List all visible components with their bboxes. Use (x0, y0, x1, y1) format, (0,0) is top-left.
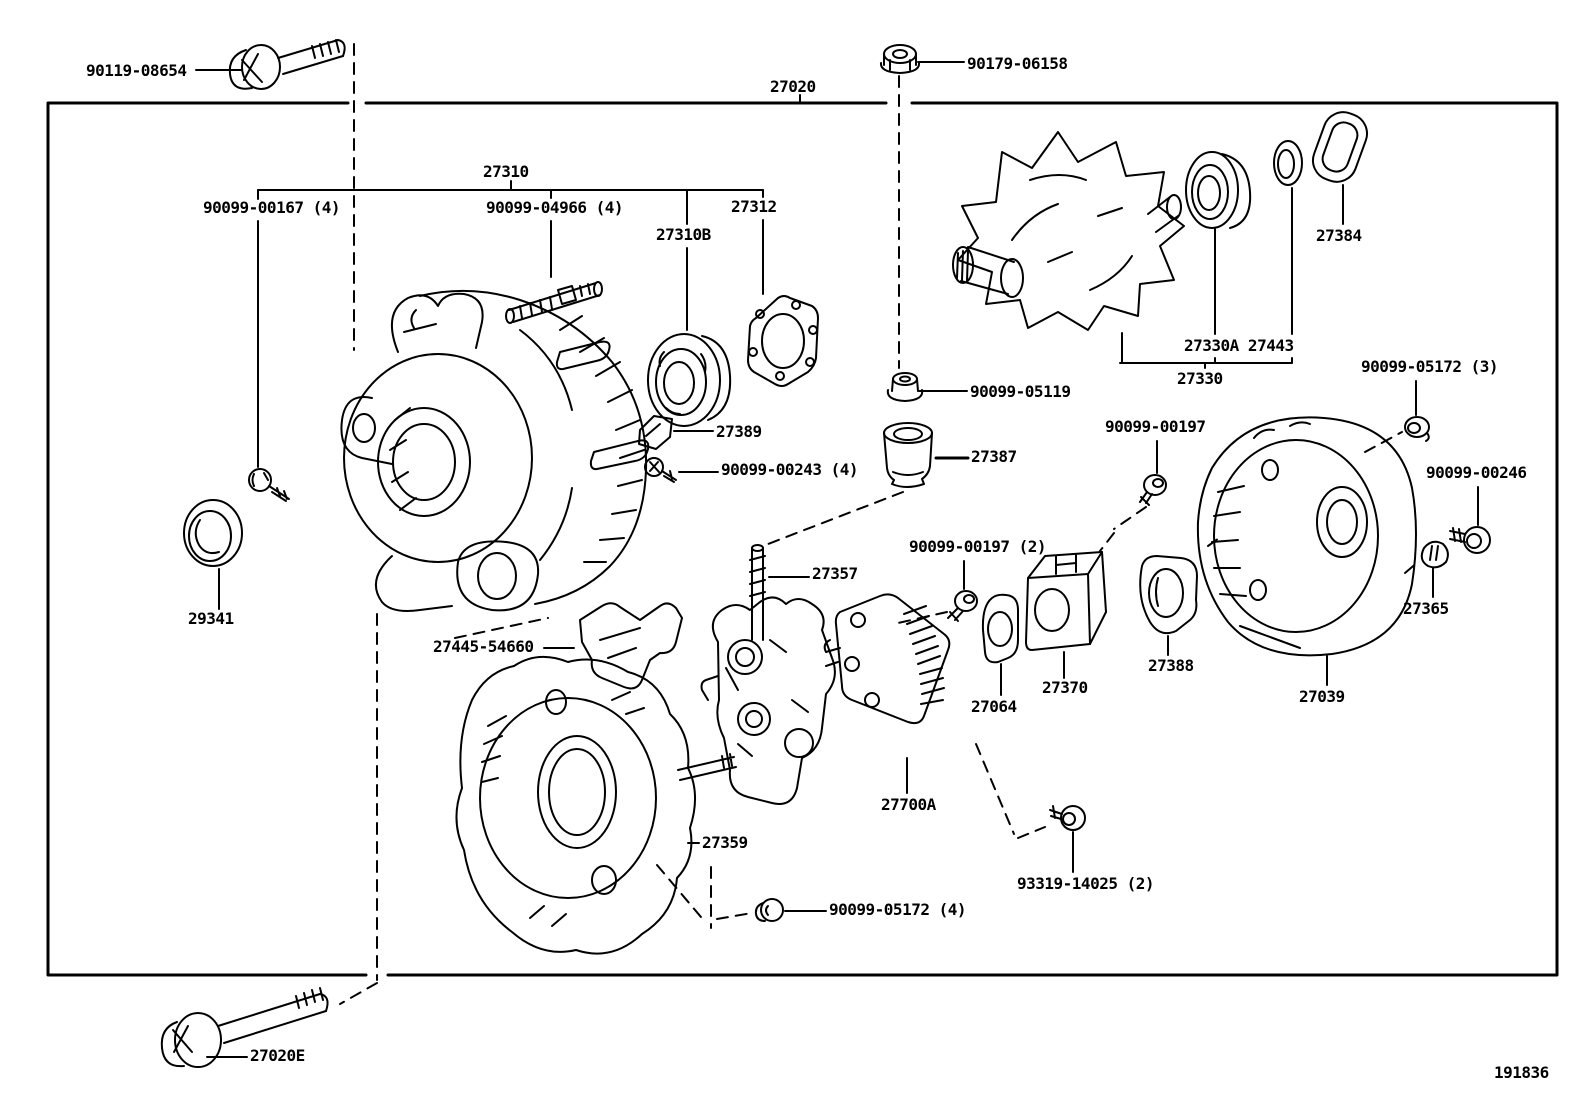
washer-27443-drawing (1273, 140, 1303, 186)
part-label-27365: 27365 (1403, 599, 1449, 618)
grommet-05119-drawing (886, 372, 924, 402)
part-label-90099-00197-2: 90099-00197 (2) (909, 537, 1047, 556)
part-label-27312: 27312 (731, 197, 777, 216)
pivot-bolt-drawing (228, 39, 346, 90)
rectifier-drawing (823, 593, 951, 725)
rubber-27389-drawing (638, 415, 673, 450)
cover-27388-drawing (1139, 555, 1198, 635)
nut-05172-4-drawing (754, 898, 784, 922)
part-label-27388: 27388 (1148, 656, 1194, 675)
cap-29341-drawing (183, 499, 243, 567)
nut-05172-3-drawing (1404, 416, 1430, 442)
through-bolt-drawing (160, 987, 329, 1068)
part-label-27310: 27310 (483, 162, 529, 181)
rear-end-frame-drawing (1196, 416, 1417, 657)
part-label-27330A-27443: 27330A 27443 (1184, 336, 1294, 355)
insulator-27387-drawing (883, 422, 933, 488)
part-label-90179-06158: 90179-06158 (967, 54, 1068, 73)
front-bearing-drawing (647, 333, 732, 427)
part-label-27357: 27357 (812, 564, 858, 583)
dashed-lines (339, 43, 1420, 1005)
part-label-27445-54660: 27445-54660 (433, 637, 534, 656)
heat-shield-drawing (579, 602, 683, 690)
bolt-00246-drawing (1449, 526, 1491, 554)
part-label-90099-04966: 90099-04966 (4) (486, 198, 624, 217)
part-label-27064: 27064 (971, 697, 1017, 716)
part-label-93319-14025: 93319-14025 (2) (1017, 874, 1155, 893)
part-label-27389: 27389 (716, 422, 762, 441)
part-label-90099-00167: 90099-00167 (4) (203, 198, 341, 217)
part-label-29341: 29341 (188, 609, 234, 628)
grommet-27384-drawing (1311, 111, 1369, 183)
leader-lines (195, 61, 1479, 1058)
part-label-27370: 27370 (1042, 678, 1088, 697)
screw-00243-drawing (644, 457, 677, 483)
part-label-27020: 27020 (770, 77, 816, 96)
screw-00197-1-drawing (1139, 474, 1167, 506)
cap-27365-drawing (1420, 540, 1449, 569)
drive-end-frame-drawing (340, 289, 650, 612)
plate-27064-drawing (981, 593, 1019, 664)
screw-93319-drawing (1049, 805, 1086, 831)
part-label-27700A: 27700A (881, 795, 936, 814)
brush-holder-drawing (700, 596, 839, 805)
bolt-00167-drawing (248, 468, 290, 502)
rear-bearing-drawing (1185, 151, 1252, 229)
stud-bolt-drawing (505, 281, 603, 324)
part-label-90099-00197: 90099-00197 (1105, 417, 1206, 436)
rotor-drawing (952, 131, 1185, 331)
part-label-90119-08654: 90119-08654 (86, 61, 187, 80)
part-label-90099-00246: 90099-00246 (1426, 463, 1527, 482)
rear-cover-drawing (455, 655, 737, 955)
diagram-border (46, 101, 1559, 977)
part-label-27384: 27384 (1316, 226, 1362, 245)
stud-27357-drawing (749, 544, 766, 641)
part-label-90099-05172-4: 90099-05172 (4) (829, 900, 967, 919)
figure-number: 191836 (1494, 1063, 1549, 1082)
part-label-90099-05119: 90099-05119 (970, 382, 1071, 401)
nut-90179-drawing (879, 44, 921, 74)
part-label-27387: 27387 (971, 447, 1017, 466)
part-label-27020E: 27020E (250, 1046, 305, 1065)
part-label-90099-05172-3: 90099-05172 (3) (1361, 357, 1499, 376)
part-label-27039: 27039 (1299, 687, 1345, 706)
screw-00197-2-drawing (947, 590, 978, 622)
part-label-27330: 27330 (1177, 369, 1223, 388)
part-label-27310B: 27310B (656, 225, 711, 244)
regulator-27370-drawing (1025, 551, 1107, 651)
retainer-plate-drawing (747, 295, 819, 387)
part-label-27359: 27359 (702, 833, 748, 852)
part-label-90099-00243: 90099-00243 (4) (721, 460, 859, 479)
